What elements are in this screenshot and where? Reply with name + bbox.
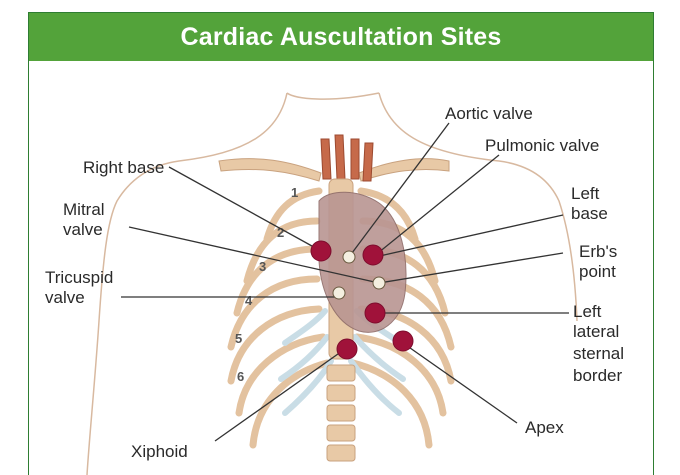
auscultation-sites	[310, 240, 414, 360]
label-left-base-line1: Left	[571, 184, 600, 203]
label-tricuspid-line1: Tricuspid	[45, 268, 113, 287]
label-apex: Apex	[525, 418, 564, 437]
site-right-base	[310, 240, 332, 262]
clavicles	[218, 158, 450, 182]
label-left-base-line2: base	[571, 204, 608, 223]
rib-number: 5	[235, 331, 242, 346]
tricuspid-valve-marker	[332, 286, 346, 300]
chest-diagram: 1 2 3 4 5 6	[45, 92, 624, 475]
label-pulmonic-valve: Pulmonic valve	[485, 136, 599, 155]
figure-frame: Cardiac Auscultation Sites	[28, 12, 654, 475]
label-left-lsb-line2: lateral	[573, 322, 619, 341]
title-bar: Cardiac Auscultation Sites	[29, 13, 653, 61]
rib-number: 3	[259, 259, 266, 274]
label-right-base: Right base	[83, 158, 164, 177]
labels: Aortic valve Pulmonic valve Right base M…	[45, 104, 624, 461]
great-vessels	[320, 134, 374, 182]
site-apex	[392, 330, 414, 352]
label-mitral-line1: Mitral	[63, 200, 105, 219]
rib-number: 6	[237, 369, 244, 384]
rib-numbers: 1 2 3 4 5 6	[235, 185, 298, 384]
leader-lines	[121, 122, 569, 442]
label-mitral-line2: valve	[63, 220, 103, 239]
label-xiphoid: Xiphoid	[131, 442, 188, 461]
label-erbs-line1: Erb's	[579, 242, 617, 261]
site-left-base	[362, 244, 384, 266]
label-aortic-valve: Aortic valve	[445, 104, 533, 123]
label-tricuspid-line2: valve	[45, 288, 85, 307]
valve-markers	[332, 250, 386, 300]
illustration-area: 1 2 3 4 5 6	[29, 61, 653, 475]
label-left-lsb-line1: Left	[573, 302, 602, 321]
label-erbs-line2: point	[579, 262, 616, 281]
rib-number: 2	[277, 225, 284, 240]
site-left-lateral-sternal-border	[364, 302, 386, 324]
label-left-lsb-line4: border	[573, 366, 622, 385]
label-left-lsb-line3: sternal	[573, 344, 624, 363]
site-xiphoid	[336, 338, 358, 360]
rib-number: 4	[245, 293, 253, 308]
aortic-valve-marker	[342, 250, 356, 264]
mitral-valve-marker	[372, 276, 386, 290]
rib-number: 1	[291, 185, 298, 200]
figure-title: Cardiac Auscultation Sites	[180, 22, 502, 51]
torso-outline	[86, 92, 578, 475]
